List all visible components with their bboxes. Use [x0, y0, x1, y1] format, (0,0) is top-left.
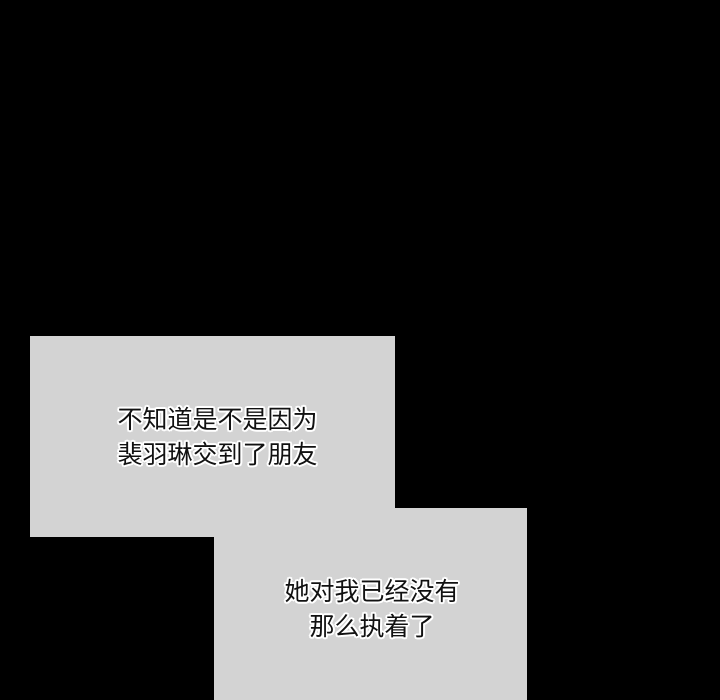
- caption-line: 裴羽琳交到了朋友: [117, 440, 318, 469]
- caption-2: 她对我已经没有 那么执着了: [214, 574, 530, 644]
- caption-1: 不知道是不是因为 裴羽琳交到了朋友: [30, 402, 405, 472]
- caption-line: 那么执着了: [309, 612, 435, 641]
- caption-line: 不知道是不是因为: [117, 405, 318, 434]
- caption-line: 她对我已经没有: [284, 577, 460, 606]
- comic-panel-1: [30, 336, 395, 537]
- comic-panel-2: [214, 508, 527, 700]
